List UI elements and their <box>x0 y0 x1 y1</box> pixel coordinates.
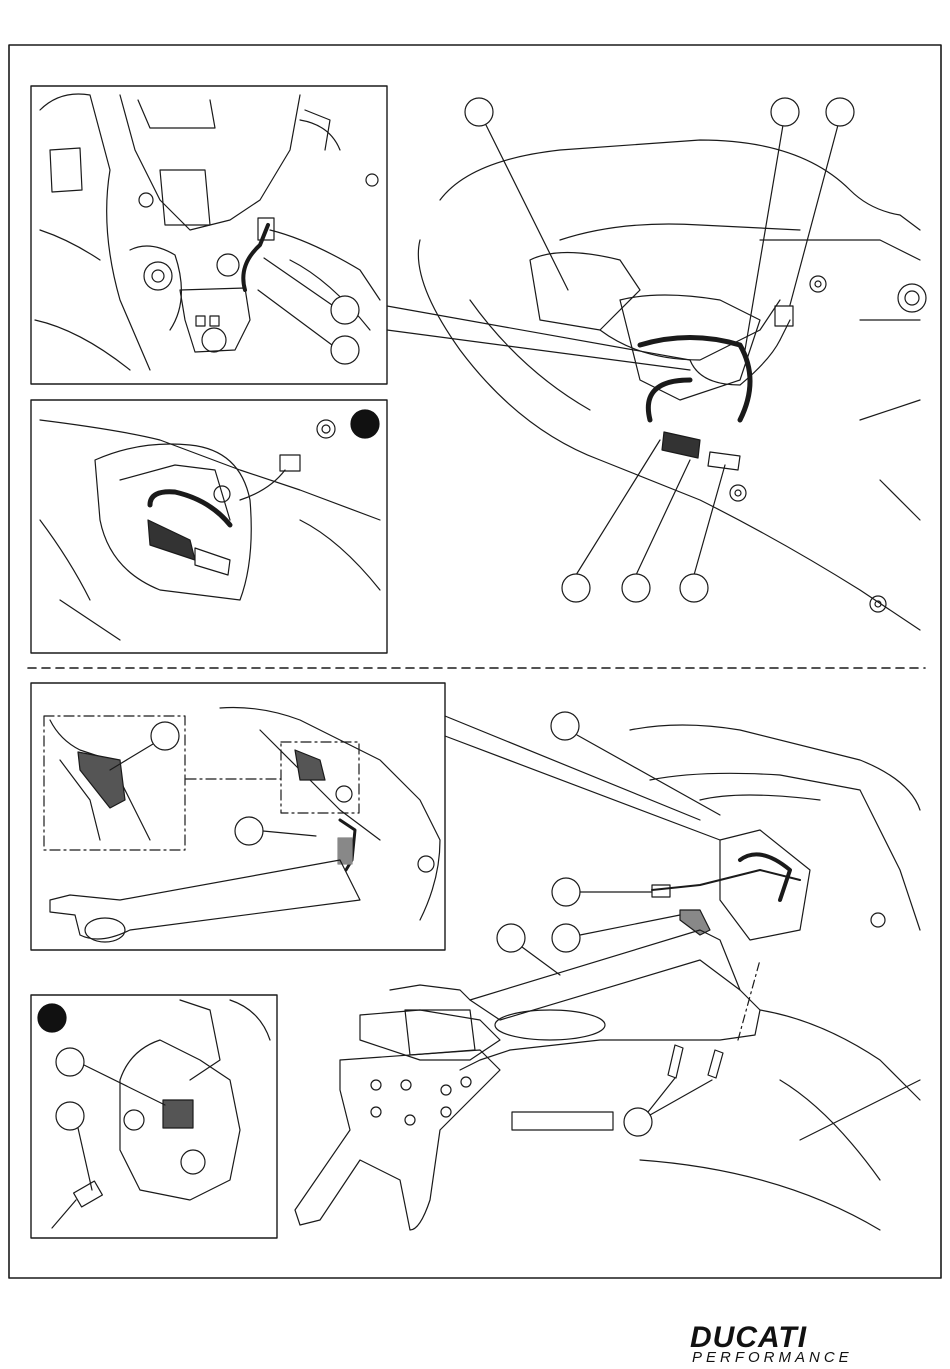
main-view-bottom-right <box>295 712 920 1230</box>
detail-top-left <box>31 86 387 384</box>
detail-lower-left <box>31 683 720 950</box>
label-box <box>512 1112 613 1130</box>
brand-tagline: PERFORMANCE <box>692 1351 930 1365</box>
detail-badge <box>38 1004 66 1032</box>
outer-frame <box>9 45 941 1278</box>
brand-logo: DUCATI PERFORMANCE <box>690 1325 930 1365</box>
detail-mid-left <box>31 400 387 653</box>
brand-name: DUCATI <box>690 1325 930 1351</box>
main-view-top-right <box>387 98 926 630</box>
detail-bottom-left <box>31 995 277 1238</box>
detail-badge <box>351 410 379 438</box>
